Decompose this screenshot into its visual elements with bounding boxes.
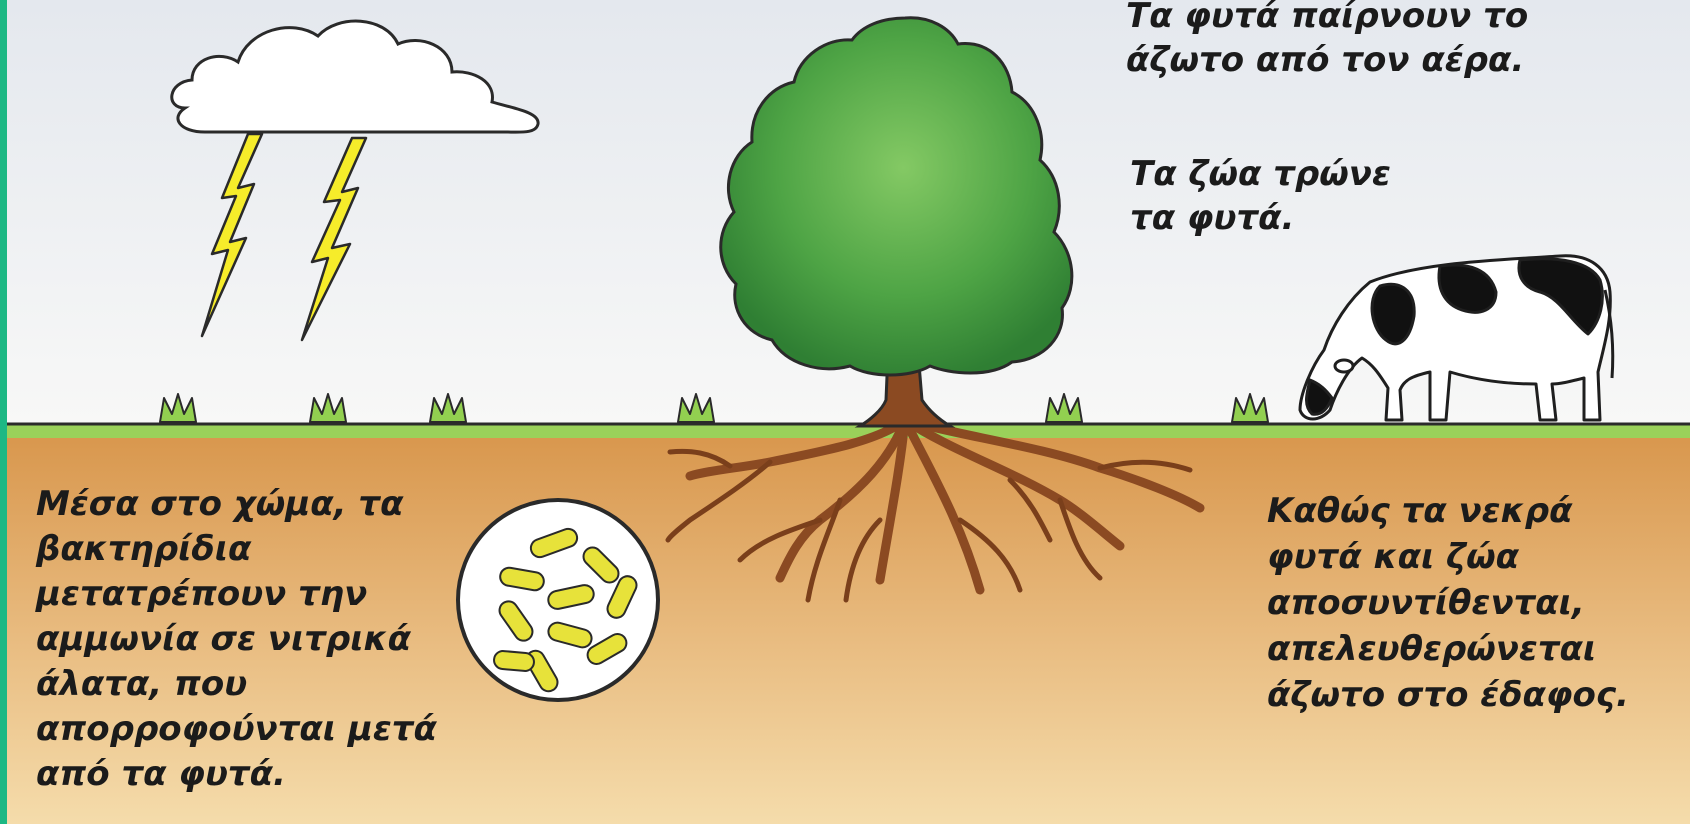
tree-trunk: [854, 350, 956, 428]
tree-icon: [719, 16, 1074, 377]
caption-bacteria-in-soil: Μέσα στο χώμα, τα βακτηρίδια μετατρέπουν…: [36, 484, 437, 794]
frame-accent-bar: [0, 0, 7, 824]
grass-strip: [0, 424, 1690, 438]
caption-decomposition: Καθώς τα νεκρά φυτά και ζώα αποσυντίθεντ…: [1267, 491, 1629, 715]
tree-roots: [665, 415, 1205, 603]
cow-icon: [1298, 254, 1615, 422]
bacteria-icon: [456, 498, 660, 702]
caption-animals-eat-plants: Τα ζώα τρώνε τα φυτά.: [1130, 154, 1391, 238]
cloud-icon: [170, 19, 540, 134]
lightning-icon: [200, 132, 368, 342]
caption-plants-take-nitrogen: Τα φυτά παίρνουν το άζωτο από τον αέρα.: [1126, 0, 1529, 80]
grass-icon: [159, 393, 1269, 423]
